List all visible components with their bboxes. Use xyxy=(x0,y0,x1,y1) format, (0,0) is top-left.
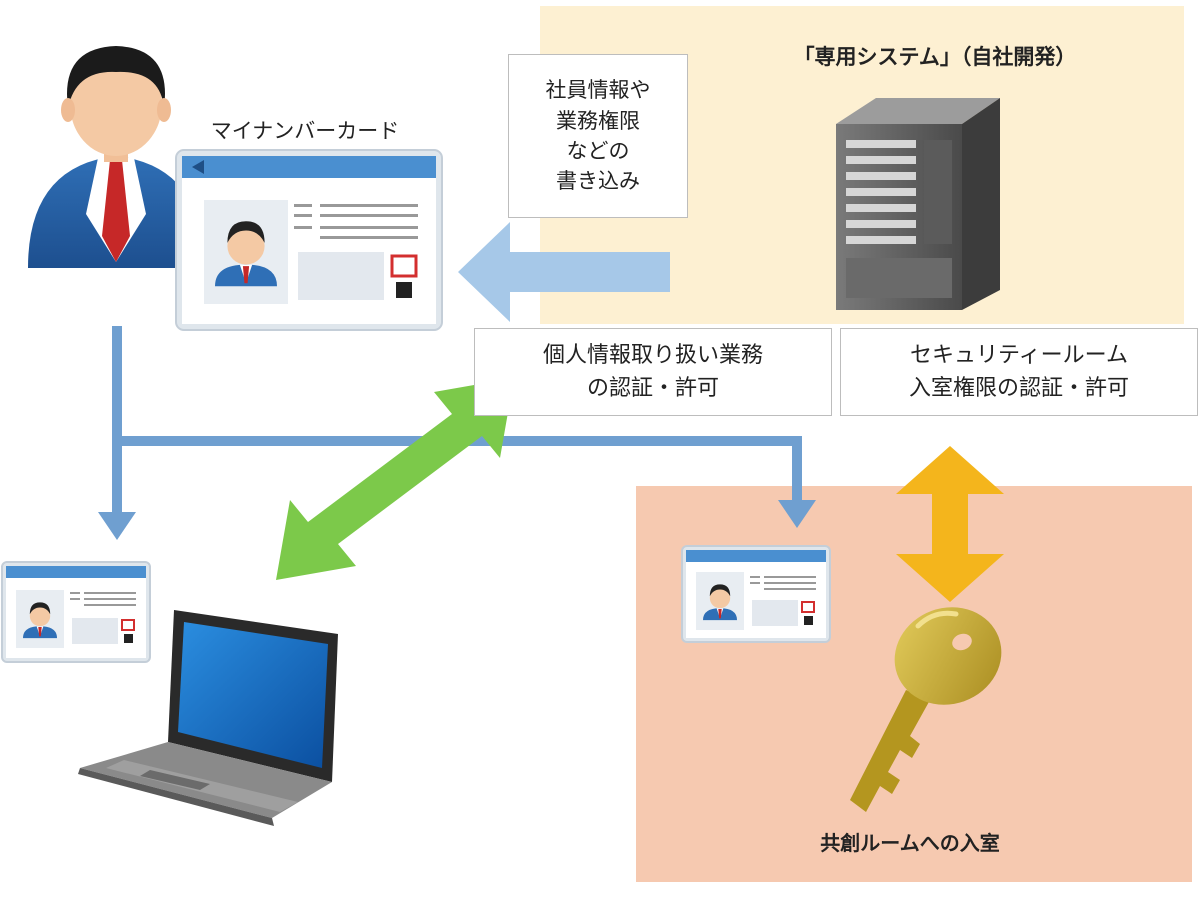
laptop-icon xyxy=(78,610,338,826)
room-entry-label: 共創ルームへの入室 xyxy=(820,831,1000,855)
key-icon xyxy=(850,607,1002,812)
system-title: 「専用システム」（自社開発） xyxy=(793,45,1077,69)
person-icon xyxy=(28,46,204,268)
card-label: マイナンバーカード xyxy=(210,119,400,143)
server-icon xyxy=(836,98,1000,310)
id-card-icon xyxy=(175,149,443,331)
security-arrow xyxy=(896,446,1004,602)
pc-system-arrow xyxy=(276,378,514,580)
security-auth-box: セキュリティールーム 入室権限の認証・許可 xyxy=(840,328,1198,416)
write-arrow xyxy=(458,222,670,322)
business-auth-box: 個人情報取り扱い業務 の認証・許可 xyxy=(474,328,832,416)
write-note-box: 社員情報や 業務権限 などの 書き込み xyxy=(508,54,688,218)
id-card-icon xyxy=(681,545,831,643)
id-card-icon xyxy=(1,561,151,663)
